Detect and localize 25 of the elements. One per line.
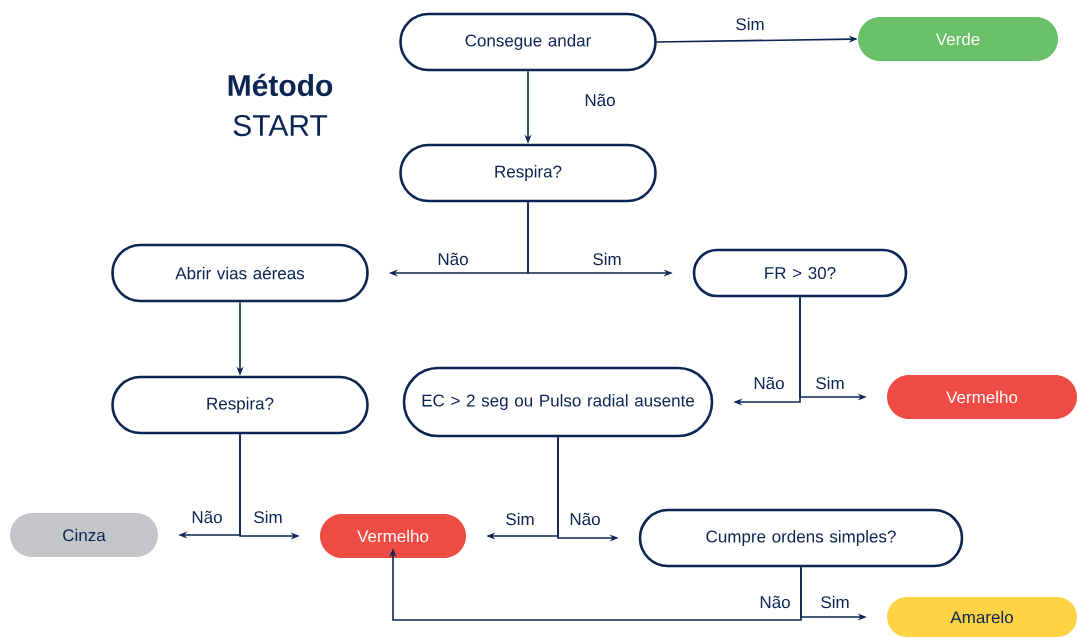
edge-label: Sim — [252, 509, 284, 525]
outcome-pill: Vermelho — [320, 514, 466, 558]
edge-label: Sim — [504, 511, 536, 527]
decision-box: Abrir vias aéreas — [111, 243, 369, 303]
edge-label: Não — [568, 511, 602, 527]
edge-label: Não — [436, 251, 470, 267]
edge-label: Sim — [591, 251, 623, 267]
edge-label: Sim — [819, 594, 851, 610]
decision-box: Respira? — [399, 143, 657, 203]
edge-label: Não — [758, 594, 792, 610]
title: Método START — [228, 73, 333, 137]
edge-label: Não — [752, 375, 786, 391]
decision-box: FR > 30? — [692, 248, 908, 298]
edge-label: Sim — [814, 375, 846, 391]
decision-box: Cumpre ordens simples? — [638, 508, 964, 568]
outcome-pill: Cinza — [10, 513, 158, 557]
edge-label: Não — [190, 509, 224, 525]
decision-box: Respira? — [111, 375, 369, 435]
decision-box: Consegue andar — [399, 12, 657, 72]
outcome-pill: Verde — [858, 17, 1058, 61]
edge-label: Não — [583, 92, 617, 108]
outcome-pill: Vermelho — [887, 375, 1077, 419]
outcome-pill: Amarelo — [887, 597, 1077, 637]
decision-box: EC > 2 seg ou Pulso radial ausente — [402, 366, 714, 438]
edge-label: Sim — [734, 16, 766, 32]
